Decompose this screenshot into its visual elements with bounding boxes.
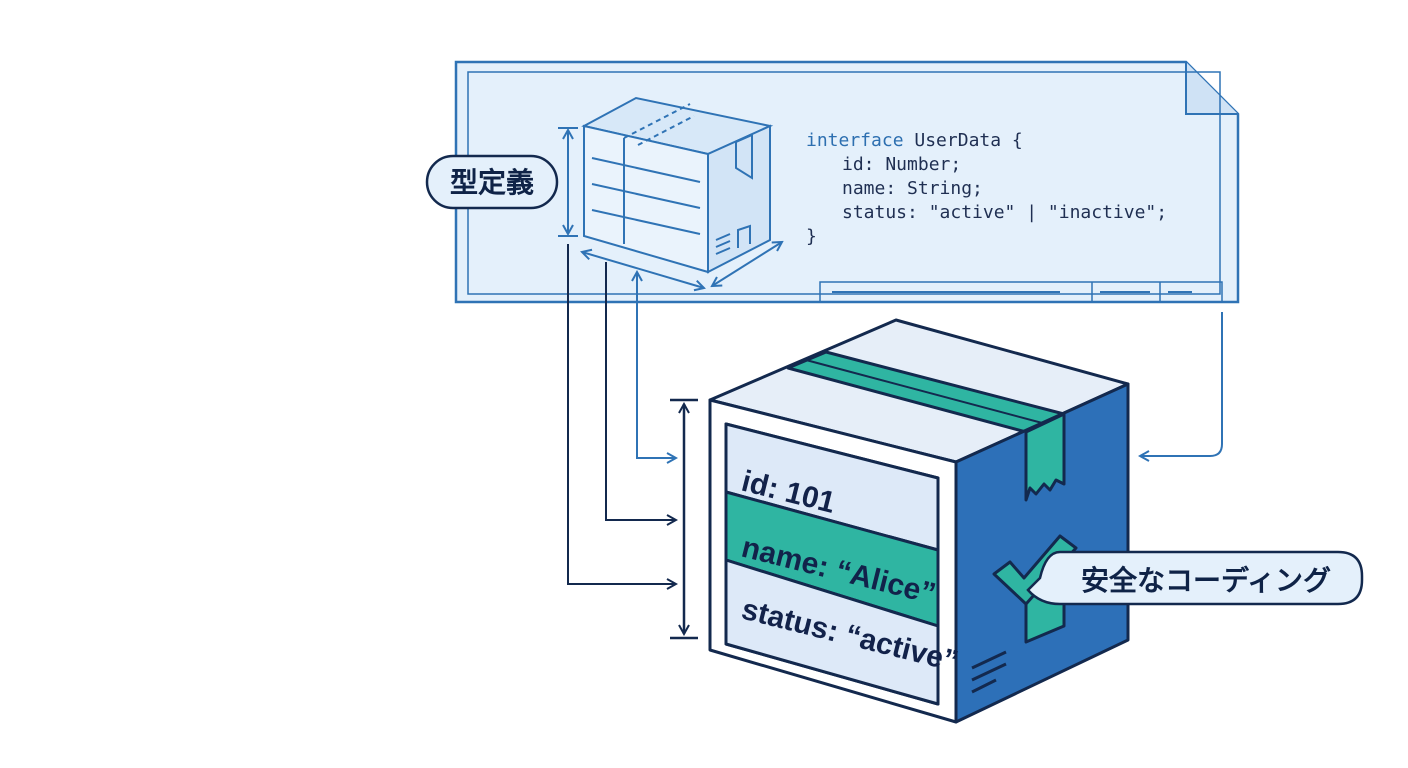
title-block (819, 281, 1223, 303)
safe-coding-label: 安全なコーディング (1026, 550, 1364, 606)
code-line-name: name: String; (842, 178, 983, 199)
safe-coding-text: 安全なコーディング (1081, 564, 1331, 597)
type-definition-text: 型定義 (450, 166, 534, 199)
code-line-status: status: "active" | "inactive"; (842, 202, 1167, 223)
code-close-brace: } (806, 226, 817, 247)
code-block: interface UserData { id: Number; name: S… (806, 130, 1167, 247)
connector-lines (567, 244, 1223, 584)
code-line-id: id: Number; (842, 154, 961, 175)
code-interface-name: UserData { (904, 130, 1023, 151)
code-keyword: interface (806, 130, 904, 151)
box-height-dimension (670, 398, 698, 640)
svg-text:interface UserData {: interface UserData { (806, 130, 1023, 151)
box-label-panel (724, 422, 940, 706)
type-definition-label: 型定義 (425, 154, 559, 210)
blueprint-box-icon (581, 96, 774, 274)
row-status-bg (724, 558, 940, 706)
